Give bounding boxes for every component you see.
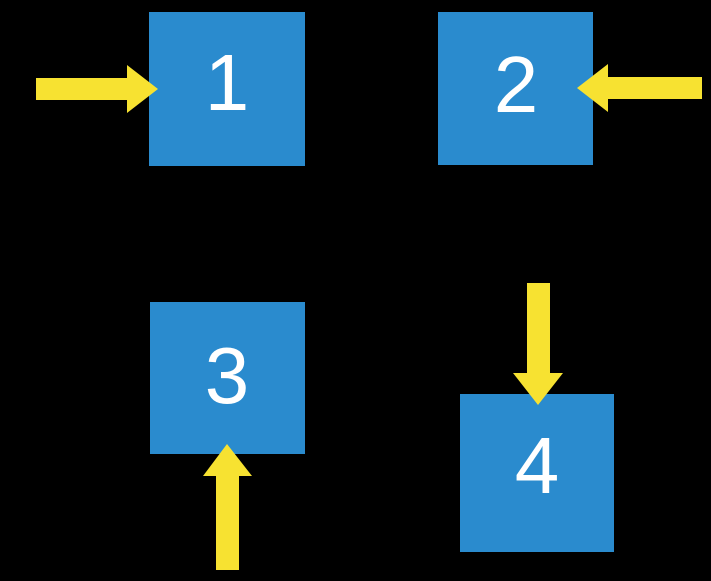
arrow-down-icon <box>513 283 563 405</box>
square-3-label: 3 <box>205 331 250 420</box>
square-2-label: 2 <box>494 40 539 129</box>
square-2[interactable] <box>438 12 593 165</box>
square-1[interactable] <box>149 12 305 166</box>
arrow-left-icon <box>577 64 702 112</box>
square-4[interactable] <box>460 394 614 552</box>
arrow-right-icon <box>36 65 158 113</box>
arrow-up-icon <box>203 444 252 570</box>
square-1-label: 1 <box>205 38 250 127</box>
square-4-label: 4 <box>515 421 560 510</box>
square-3[interactable] <box>150 302 305 454</box>
